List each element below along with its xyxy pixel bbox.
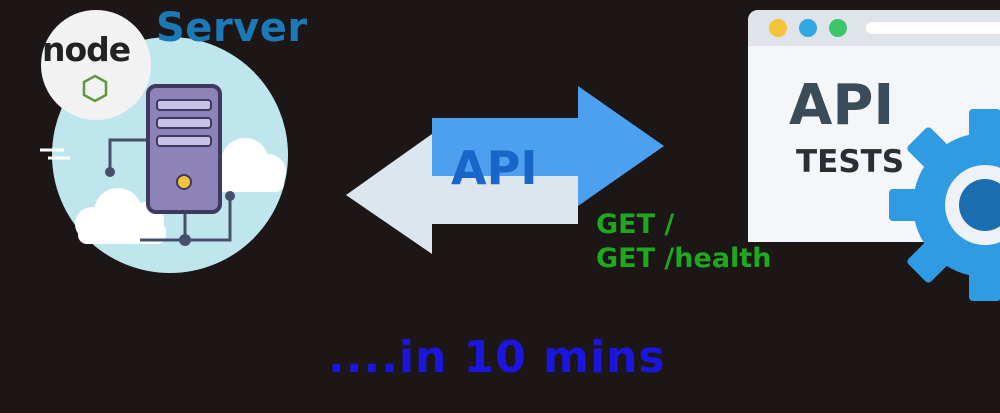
gear-icon <box>889 109 1000 301</box>
footer-caption: ....in 10 mins <box>328 332 666 383</box>
nodejs-logo-circle <box>41 10 151 120</box>
api-tests-subtitle: TESTS <box>796 144 905 180</box>
cloud-server-icon <box>40 10 288 273</box>
api-tests-title: API <box>789 73 895 138</box>
api-arrows <box>346 86 664 254</box>
window-dot-blue <box>799 19 817 37</box>
window-dot-yellow <box>769 19 787 37</box>
endpoint-list: GET / GET /health <box>596 208 771 276</box>
request-arrow <box>432 86 664 206</box>
nodejs-hexagon-icon <box>82 74 108 103</box>
nodejs-logo-text: node <box>42 30 131 69</box>
small-cloud-right <box>209 138 286 192</box>
api-arrow-label: API <box>451 141 538 195</box>
network-cables <box>108 138 232 242</box>
window-dot-green <box>829 19 847 37</box>
server-title: Server <box>156 5 308 51</box>
response-arrow <box>346 134 578 254</box>
window-address-bar <box>866 22 1000 34</box>
endpoint-item: GET /health <box>596 243 772 274</box>
motion-lines <box>40 148 70 160</box>
endpoint-item: GET / <box>596 209 675 240</box>
